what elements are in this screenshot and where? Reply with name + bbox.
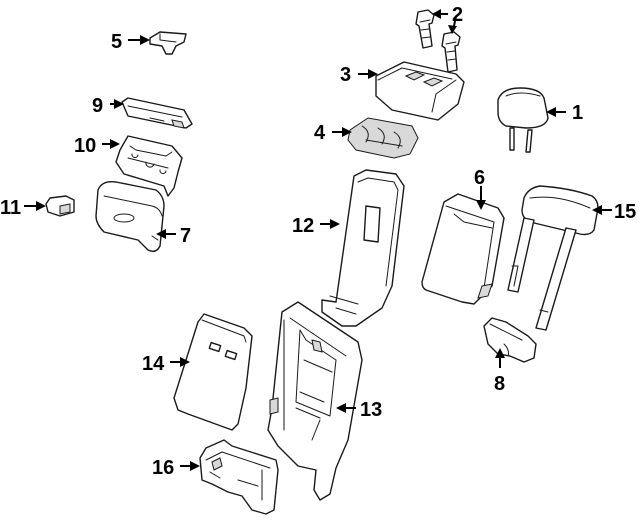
leader-lines [24, 9, 612, 471]
part-2-guides[interactable] [415, 9, 461, 73]
callout-9[interactable]: 9 [92, 95, 103, 117]
part-15-headrest-large[interactable] [507, 185, 599, 331]
callout-4[interactable]: 4 [314, 122, 326, 144]
callout-14[interactable]: 14 [142, 353, 165, 375]
part-10-bracket[interactable] [115, 135, 183, 197]
callout-12[interactable]: 12 [292, 215, 314, 237]
callout-1[interactable]: 1 [572, 102, 583, 124]
callout-3[interactable]: 3 [340, 64, 351, 86]
part-5-clip[interactable] [149, 31, 187, 55]
callout-10[interactable]: 10 [74, 135, 96, 157]
callout-8[interactable]: 8 [494, 373, 505, 395]
callout-2[interactable]: 2 [452, 4, 463, 26]
part-1-headrest[interactable] [497, 87, 549, 153]
callout-labels: 1 2 3 4 5 6 7 8 9 10 11 12 13 14 15 16 [0, 4, 636, 479]
part-14-rear-panel[interactable] [173, 313, 253, 431]
callout-15[interactable]: 15 [614, 201, 636, 223]
part-3-cupholder-lid[interactable] [375, 61, 465, 121]
part-8-small-cover[interactable] [483, 317, 537, 363]
part-16-lower-bracket[interactable] [199, 439, 279, 515]
callout-6[interactable]: 6 [474, 167, 485, 189]
part-4-cupholder-insert[interactable] [347, 117, 419, 159]
part-13-armrest-frame[interactable] [267, 301, 363, 501]
callout-16[interactable]: 16 [152, 457, 174, 479]
part-6-back-panel[interactable] [421, 193, 505, 305]
callout-5[interactable]: 5 [111, 31, 122, 53]
part-7-end-cap[interactable] [95, 180, 165, 253]
callout-7[interactable]: 7 [180, 225, 191, 247]
callout-11[interactable]: 11 [0, 197, 21, 219]
part-11-switch[interactable] [45, 195, 75, 217]
callout-13[interactable]: 13 [360, 399, 382, 421]
part-9-trim-strip[interactable] [121, 97, 193, 129]
part-12-armrest-cover[interactable] [321, 169, 405, 327]
